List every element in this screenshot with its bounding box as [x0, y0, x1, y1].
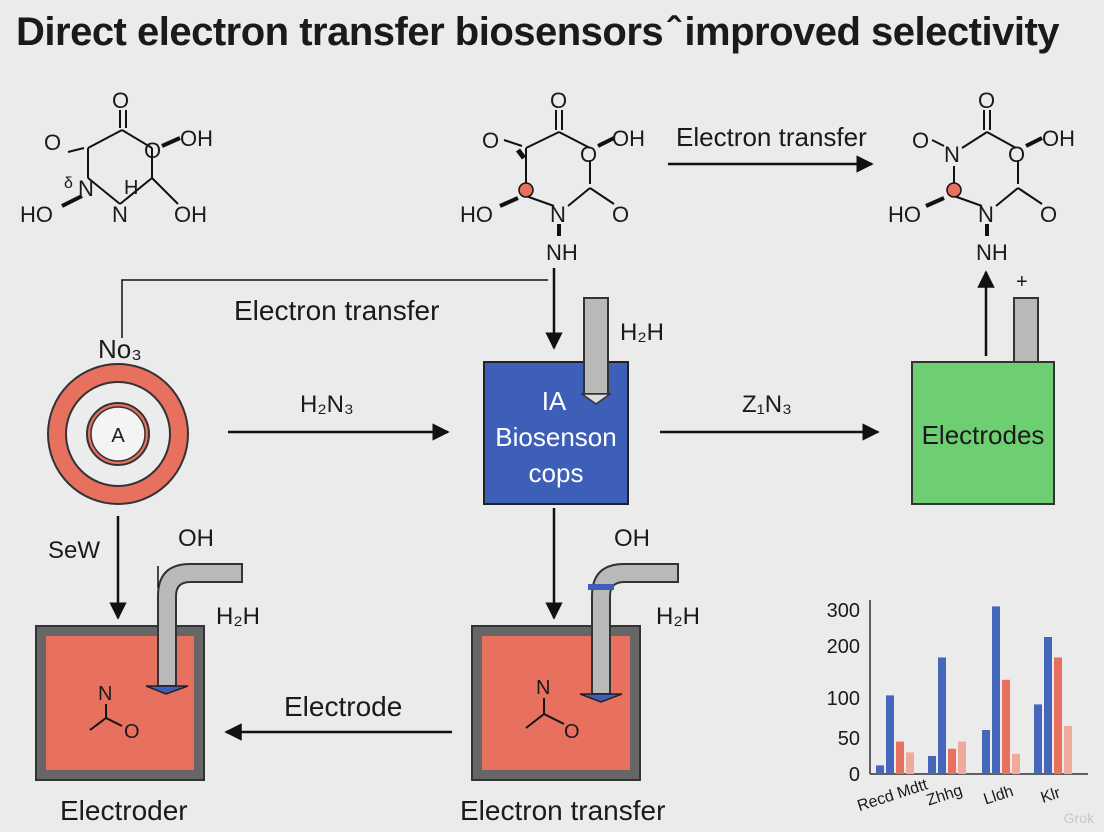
chart-bar: [1012, 753, 1020, 774]
chart-bar: [1002, 679, 1010, 774]
chart-bar-lead: [876, 765, 884, 774]
label-h2h-left: H₂H: [216, 603, 260, 630]
m1-fragment: δ: [64, 175, 73, 192]
chart-y-tick: 100: [827, 688, 860, 710]
m1-n2: N: [112, 202, 128, 227]
chart-x-tick: Recd Mdtt: [855, 776, 930, 815]
m1-oh-bottom: OH: [174, 202, 207, 227]
m3-ho-left: HO: [888, 202, 921, 227]
molecule-1: [61, 110, 181, 208]
chart-bar: [1044, 637, 1052, 774]
label-electron-transfer-top: Electron transfer: [676, 122, 867, 152]
label-electron-transfer-mid: Electron transfer: [234, 295, 439, 326]
chart-bar: [1064, 726, 1072, 774]
chart-bar: [948, 748, 956, 774]
label-electroder: Electroder: [60, 795, 188, 826]
label-electrode-arrow: Electrode: [284, 691, 402, 722]
label-sew: SeW: [48, 537, 100, 564]
biosensor-line-3: cops: [529, 458, 584, 488]
label-h2h-top: H₂H: [620, 319, 664, 346]
m1-o-left: O: [44, 130, 61, 155]
label-oh-mid: OH: [614, 525, 650, 552]
electrodes-rod: [1013, 297, 1039, 363]
small-left-n: N: [98, 683, 112, 705]
electrodes-box: [911, 361, 1055, 505]
m2-o-ring: O: [580, 142, 597, 167]
chart-y-tick: 0: [849, 764, 860, 786]
small-mid-n: N: [536, 677, 550, 699]
m2-ho-left: HO: [460, 202, 493, 227]
chart-x-tick: Lldh: [982, 783, 1016, 809]
molecule-3: [925, 110, 1043, 236]
m2-o-right: O: [612, 202, 629, 227]
chart-bar: [1054, 657, 1062, 774]
chart-bar: [906, 752, 914, 774]
m2-o-left: O: [482, 128, 499, 153]
chart-bar: [886, 695, 894, 774]
small-molecule-left: [89, 704, 123, 731]
chart-bar: [992, 606, 1000, 774]
chart-bar-lead: [982, 730, 990, 774]
m3-n: N: [978, 202, 994, 227]
tank-left-pipe: [145, 563, 243, 695]
label-electron-transfer-bottom: Electron transfer: [460, 795, 665, 826]
small-mid-o: O: [564, 721, 580, 743]
circle-center-label: A: [111, 425, 125, 447]
chart-y-tick: 50: [838, 728, 860, 750]
electrodes-label: Electrodes: [922, 420, 1045, 450]
small-molecule-mid: [525, 698, 565, 729]
m3-nh: NH: [976, 240, 1008, 265]
m3-oh-right: OH: [1042, 126, 1075, 151]
m1-oh-right: OH: [180, 126, 213, 151]
label-oh-left: OH: [178, 525, 214, 552]
m1-h: H: [124, 177, 138, 199]
target-circle: [47, 363, 189, 505]
tank-center-pipe: [579, 563, 679, 703]
chart-x-tick: Klr: [1039, 784, 1063, 806]
chart-bar: [938, 657, 946, 774]
tank-left: [35, 625, 205, 781]
watermark: Grok: [1063, 810, 1094, 826]
chart-bar-lead: [928, 756, 936, 774]
chart-bar: [958, 741, 966, 774]
m3-o-top: O: [978, 88, 995, 113]
chart-bar: [896, 741, 904, 774]
diagram-title: Direct electron transfer biosensors ̂ im…: [16, 10, 1060, 54]
connector-line-top: [121, 279, 548, 338]
chart-y-tick: 300: [827, 600, 860, 622]
m3-red-atom: [946, 182, 962, 198]
label-no3: No₃: [98, 334, 142, 364]
chart-x-tick: Zhhg: [925, 782, 965, 809]
m2-oh-right: OH: [612, 126, 645, 151]
m3-n-top: N: [944, 142, 960, 167]
biosensor-line-1: IA: [542, 386, 567, 416]
m3-o-ring: O: [1008, 142, 1025, 167]
m1-n1: N: [78, 176, 94, 201]
m1-ho-left: HO: [20, 202, 53, 227]
chart-y-tick: 200: [827, 636, 860, 658]
label-h2h-mid: H₂H: [656, 603, 700, 630]
m2-nh: NH: [546, 240, 578, 265]
chart-bar-lead: [1034, 704, 1042, 774]
label-plus: +: [1016, 271, 1028, 293]
biosensor-line-2: Biosenson: [495, 422, 616, 452]
molecule-2: [499, 110, 615, 236]
m1-o-top: O: [112, 88, 129, 113]
tank-center: [471, 625, 641, 781]
small-left-o: O: [124, 721, 140, 743]
m2-red-atom: [518, 182, 534, 198]
label-h2n3: H₂N₃: [300, 391, 354, 418]
m1-o-ring: O: [144, 138, 161, 163]
m2-n: N: [550, 202, 566, 227]
label-z1n3: Z₁N₃: [742, 391, 792, 418]
biosensor-electrode-rod: [579, 297, 613, 405]
m3-o-left: O: [912, 128, 929, 153]
m3-o-right: O: [1040, 202, 1057, 227]
m2-o-top: O: [550, 88, 567, 113]
